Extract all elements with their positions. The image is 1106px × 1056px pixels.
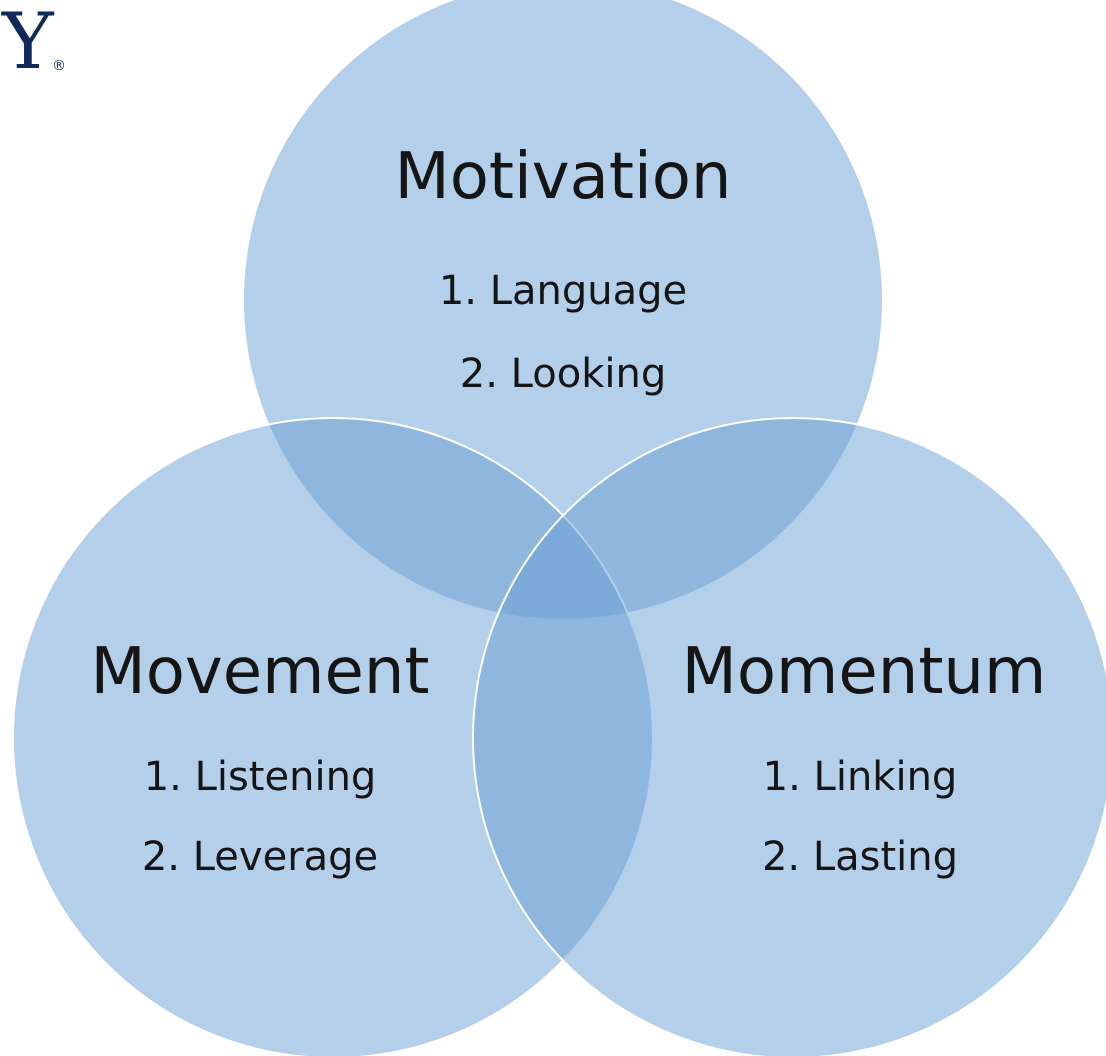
circle-item-movement-1: 1. Listening — [144, 754, 377, 800]
logo: Y ® — [1, 0, 66, 87]
circle-item-motivation-1: 1. Language — [439, 268, 687, 314]
circle-item-momentum-2: 2. Lasting — [762, 834, 958, 880]
circle-title-movement: Movement — [91, 635, 430, 709]
circle-title-momentum: Momentum — [682, 635, 1047, 709]
circle-item-momentum-1: 1. Linking — [763, 754, 958, 800]
circle-item-movement-2: 2. Leverage — [142, 834, 378, 880]
logo-letter: Y — [1, 0, 55, 87]
circle-title-motivation: Motivation — [395, 140, 732, 214]
circle-item-motivation-2: 2. Looking — [460, 351, 666, 397]
circle-momentum — [472, 417, 1106, 1056]
logo-registered-mark: ® — [52, 58, 66, 74]
